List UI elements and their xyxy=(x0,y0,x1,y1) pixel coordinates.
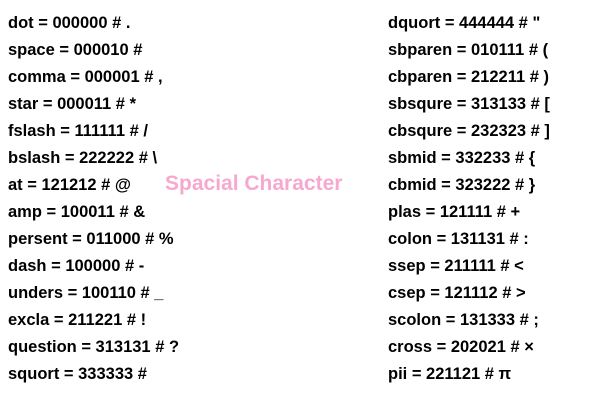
mapping-entry: csep = 121112 # > xyxy=(388,284,526,302)
mapping-entry: bslash = 222222 # \ xyxy=(8,149,158,167)
mapping-entry: excla = 211221 # ! xyxy=(8,311,147,329)
mapping-entry: squort = 333333 # xyxy=(8,365,147,383)
mapping-entry: dot = 000000 # . xyxy=(8,14,131,32)
mapping-entry: star = 000011 # * xyxy=(8,95,136,113)
mapping-entry: comma = 000001 # , xyxy=(8,68,163,86)
mapping-entry: unders = 100110 # _ xyxy=(8,284,164,302)
left-mapping-list: dot = 000000 # . space = 000010 # comma … xyxy=(8,10,179,388)
mapping-entry: amp = 100011 # & xyxy=(8,203,146,221)
mapping-entry: cbparen = 212211 # ) xyxy=(388,68,549,86)
mapping-entry: plas = 121111 # + xyxy=(388,203,521,221)
mapping-entry: sbsqure = 313133 # [ xyxy=(388,95,550,113)
mapping-entry: dquort = 444444 # " xyxy=(388,14,541,32)
mapping-entry: sbmid = 332233 # { xyxy=(388,149,536,167)
mapping-entry: sbparen = 010111 # ( xyxy=(388,41,549,59)
mapping-entry: ssep = 211111 # < xyxy=(388,257,524,275)
mapping-entry: pii = 221121 # π xyxy=(388,365,512,383)
mapping-entry: cross = 202021 # × xyxy=(388,338,534,356)
mapping-entry: space = 000010 # xyxy=(8,41,143,59)
mapping-entry: question = 313131 # ? xyxy=(8,338,180,356)
watermark-title: Spacial Character xyxy=(165,172,343,195)
mapping-entry: dash = 100000 # - xyxy=(8,257,145,275)
mapping-entry: scolon = 131333 # ; xyxy=(388,311,539,329)
mapping-entry: cbsqure = 232323 # ] xyxy=(388,122,550,140)
mapping-entry: colon = 131131 # : xyxy=(388,230,529,248)
mapping-entry: persent = 011000 # % xyxy=(8,230,174,248)
mapping-entry: fslash = 111111 # / xyxy=(8,122,148,140)
right-mapping-list: dquort = 444444 # " sbparen = 010111 # (… xyxy=(388,10,550,388)
mapping-entry: cbmid = 323222 # } xyxy=(388,176,536,194)
mapping-entry: at = 121212 # @ xyxy=(8,176,131,194)
